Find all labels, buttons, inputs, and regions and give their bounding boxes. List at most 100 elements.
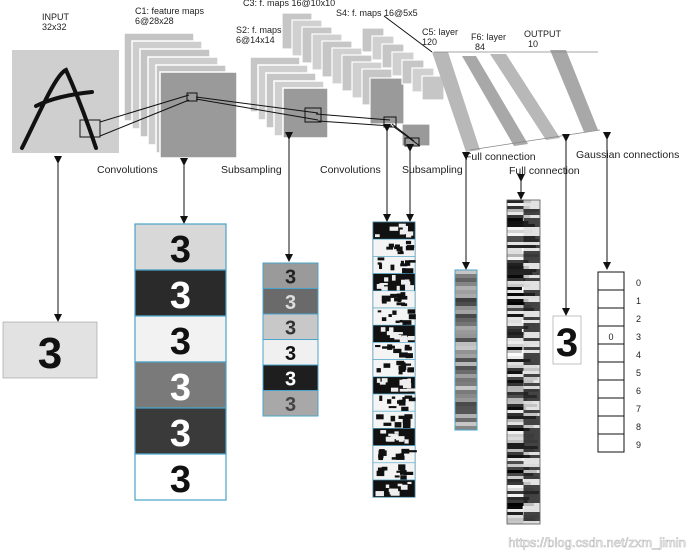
c3-row-4 [372,290,416,309]
f6-unit-b-74 [523,422,540,425]
c3-speck [398,223,406,228]
f6-unit-7 [507,221,529,224]
f6-unit-1 [507,203,530,206]
output-cell-value: 0 [608,332,613,342]
c3-speck [385,484,390,489]
f6-unit-b-21 [523,263,540,266]
f6-unit-85 [507,455,531,458]
c5-unit-18 [455,342,477,346]
c1-map-1 [134,269,227,317]
c3-speck [402,320,407,327]
f6-unit-b-12 [523,236,540,239]
label-c1-size: 6@28x28 [135,16,174,26]
f6-unit-67 [507,401,533,404]
f6-unit-b-95 [523,485,540,488]
f6-unit-b-81 [523,443,540,446]
c5-unit-0 [455,270,477,274]
f6-unit-106 [507,518,536,521]
c5-unit-2 [455,278,477,282]
f6-unit-b-11 [523,233,540,236]
f6-unit-54 [507,362,534,365]
f6-unit-34 [507,302,525,305]
f6-unit-92 [507,476,538,479]
c3-speck [399,319,403,323]
f6-unit-94 [507,482,531,485]
c3-speck [375,345,381,348]
f6-unit-6 [507,218,523,221]
c1-map-digit-1: 3 [170,275,191,317]
f6-unit-b-77 [523,431,540,434]
output-label-7: 7 [636,404,641,414]
connection-lines [99,15,433,147]
f6-unit-b-45 [523,335,540,338]
f6-unit-b-50 [523,350,540,353]
output-label-3: 3 [636,332,641,342]
c3-speck [381,317,387,322]
f6-unit-b-65 [523,395,540,398]
c5-unit-31 [455,394,477,398]
output-cell-4 [597,343,625,363]
output-cell-0 [597,271,625,291]
label-s2-size: 6@14x14 [236,35,275,45]
c5-unit-24 [455,366,477,370]
c3-speck [400,263,408,267]
s2-map-4 [262,364,319,391]
f6-unit-25 [507,275,530,278]
c3-speck [390,415,396,422]
f6-unit-26 [507,278,526,281]
f6-unit-95 [507,485,536,488]
c3-speck [407,335,415,341]
f6-unit-b-44 [523,332,540,335]
f6-unit-32 [507,296,539,299]
f6-unit-69 [507,407,527,410]
c3-speck [396,246,403,252]
c3-speck [395,436,405,441]
c5-unit-4 [455,286,477,290]
label-output-size: 10 [528,39,538,49]
f6-unit-b-53 [523,359,540,362]
c3-speck [390,387,399,392]
c3-speck [377,310,382,313]
f6-unit-76 [507,428,530,431]
c3-speck [376,368,381,373]
f6-unit-b-87 [523,461,540,464]
c5-activations [454,269,478,431]
f6-unit-43 [507,329,522,332]
c5-unit-30 [455,390,477,394]
f6-unit-b-52 [523,356,540,359]
f6-unit-b-0 [523,200,540,203]
output-cell-5 [597,361,625,381]
c3-speck [404,344,410,351]
c3-speck [381,286,388,292]
f6-unit-b-89 [523,467,540,470]
f6-unit-b-84 [523,452,540,455]
c3-speck [407,450,417,453]
c3-speck [408,397,416,402]
c5-unit-5 [455,290,477,294]
f6-unit-b-100 [523,500,540,503]
f6-unit-b-107 [523,521,540,524]
c5-unit-35 [455,410,477,414]
c3-speck [395,320,400,324]
c3-speck [377,257,385,261]
f6-unit-86 [507,458,523,461]
input-letter-a [20,67,98,150]
f6-unit-82 [507,446,538,449]
f6-unit-13 [507,239,539,242]
c5-unit-14 [455,326,477,330]
f6-unit-b-41 [523,323,540,326]
f6-unit-b-75 [523,425,540,428]
c1-map-3 [134,361,227,409]
f6-sample-digit: 3 [556,321,578,365]
c3-speck [376,378,381,383]
c5-unit-7 [455,298,477,302]
f6-unit-b-105 [523,515,540,518]
output-label-0: 0 [636,278,641,288]
c3-speck [379,381,386,385]
f6-unit-b-36 [523,308,540,311]
c3-speck [400,292,406,297]
c3-speck [399,295,408,300]
f6-unit-b-62 [523,386,540,389]
f6-unit-b-58 [523,374,540,377]
output-band [550,50,598,132]
